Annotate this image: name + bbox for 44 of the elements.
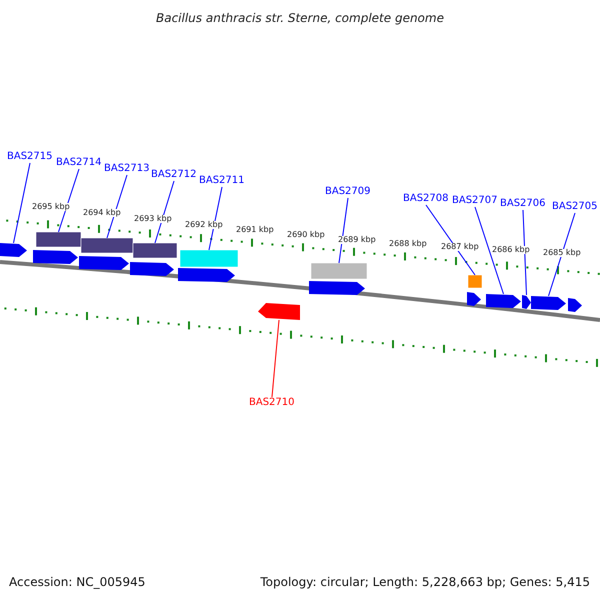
scale-label: 2689 kbp: [338, 236, 376, 244]
leader-line: [154, 180, 174, 244]
footer-text: Topology: circular; Length: 5,228,663 bp; Genes: 5,415: [260, 576, 590, 588]
leader-line: [106, 174, 128, 238]
gene-feature: [0, 243, 27, 257]
leader-line: [474, 206, 504, 294]
gene-label: BAS2705: [552, 202, 598, 212]
scale-label: 2685 kbp: [543, 249, 581, 257]
gene-bar: [180, 250, 238, 268]
gene-label: BAS2712: [151, 170, 196, 180]
gene-label: BAS2713: [104, 164, 150, 174]
gene-label: BAS2706: [500, 199, 546, 209]
gene-feature: [258, 303, 300, 320]
scale-label: 2691 kbp: [236, 226, 274, 234]
gene-label: BAS2715: [7, 152, 52, 162]
gene-bar: [80, 238, 134, 254]
gene-bar: [132, 242, 178, 258]
leader-line: [548, 212, 576, 296]
leader-line: [58, 168, 80, 232]
scale-label: 2686 kbp: [492, 246, 530, 254]
leader-line: [272, 320, 280, 398]
leader-line: [426, 204, 476, 276]
leader-line: [338, 198, 348, 264]
footer-text: Accession: NC_005945: [9, 576, 146, 588]
gene-label: BAS2710: [249, 398, 294, 408]
scale-label: 2690 kbp: [287, 231, 325, 239]
leader-line: [13, 162, 30, 244]
scale-label: 2688 kbp: [389, 240, 427, 248]
gene-label: BAS2708: [403, 194, 448, 204]
gene-label: BAS2711: [199, 176, 244, 186]
scale-label: 2687 kbp: [441, 243, 479, 251]
scale-label: 2692 kbp: [185, 221, 223, 229]
leader-line: [208, 186, 222, 250]
gene-bar: [310, 262, 368, 280]
scale-label: 2694 kbp: [83, 209, 121, 217]
scale-label: 2695 kbp: [32, 203, 70, 211]
title: Bacillus anthracis str. Sterne, complete genome: [155, 12, 445, 24]
gene-label: BAS2707: [452, 196, 498, 206]
gene-bar: [36, 232, 82, 248]
gene-bar: [468, 274, 482, 288]
gene-label: BAS2709: [325, 187, 370, 197]
scale-label: 2693 kbp: [134, 215, 172, 223]
gene-label: BAS2714: [56, 158, 102, 168]
leader-line: [522, 210, 527, 296]
